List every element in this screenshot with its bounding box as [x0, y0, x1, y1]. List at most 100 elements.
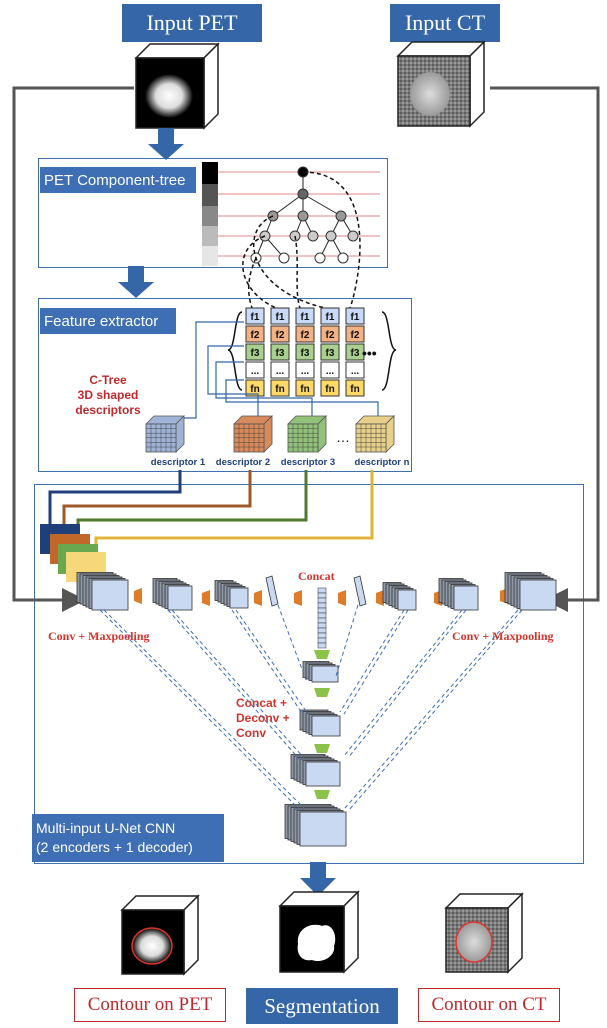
tree-to-feature-dashes — [242, 171, 361, 309]
input-ct-cube — [396, 40, 486, 128]
feature-cell: fn — [320, 379, 340, 397]
feature-map-block — [382, 582, 417, 611]
descriptor-3-label: descriptor 3 — [281, 457, 335, 468]
right-conv-label: Conv + Maxpooling — [452, 629, 554, 643]
feature-label: f2 — [301, 330, 310, 341]
unet-title: Multi-input U-Net CNN (2 encoders + 1 de… — [32, 814, 224, 862]
feature-columns: f1f2f3...fnf1f2f3...fnf1f2f3...fnf1f2f3.… — [245, 307, 365, 397]
component-tree-title: PET Component-tree — [40, 167, 196, 193]
unet-title-line2: (2 encoders + 1 decoder) — [36, 839, 193, 855]
feature-label: f3 — [326, 348, 335, 359]
ctree-label-line3: descriptors — [75, 403, 141, 417]
feature-map-block — [438, 578, 479, 611]
feature-map-block — [214, 580, 249, 609]
feature-label: f2 — [276, 330, 285, 341]
feature-label: fn — [325, 384, 334, 395]
unet-title-line1: Multi-input U-Net CNN — [36, 820, 176, 836]
feature-label: ... — [276, 366, 285, 377]
down-arrow-2 — [118, 266, 154, 298]
down-arrow-3 — [300, 862, 336, 896]
concat-label: Concat — [298, 569, 335, 583]
descriptor-ellipsis: … — [336, 429, 350, 445]
feature-cell: f3 — [295, 343, 315, 361]
deconv-arrow — [314, 744, 330, 753]
feature-label: f3 — [276, 348, 285, 359]
descriptor-cube — [287, 415, 327, 453]
pet-routing-line — [12, 86, 134, 612]
descriptor-cube — [145, 415, 185, 453]
feature-label: ... — [251, 366, 260, 377]
feature-cell: f2 — [345, 325, 365, 343]
concat-column — [317, 587, 327, 649]
descriptor-cubes — [145, 415, 395, 453]
feature-label: f2 — [351, 330, 360, 341]
input-pet-label: Input PET — [122, 4, 262, 42]
feature-label: ... — [351, 366, 360, 377]
feature-label: f2 — [326, 330, 335, 341]
feature-cell: f2 — [320, 325, 340, 343]
descriptor-n-label: descriptor n — [355, 457, 410, 468]
feature-cell: f2 — [295, 325, 315, 343]
feature-cell: f3 — [345, 343, 365, 361]
descriptor-cube — [355, 415, 395, 453]
feature-extractor-title: Feature extractor — [40, 308, 176, 334]
feature-label: f3 — [251, 348, 260, 359]
feature-cell: f3 — [245, 343, 265, 361]
feature-map-block — [290, 754, 341, 787]
feature-cell: f1 — [320, 307, 340, 325]
feature-label: fn — [350, 384, 359, 395]
feature-brackets — [227, 311, 397, 391]
feature-label: fn — [250, 384, 259, 395]
feature-cell: f1 — [295, 307, 315, 325]
descriptor-1-label: descriptor 1 — [151, 457, 206, 468]
pool-arrow — [254, 590, 262, 606]
feature-cell: f1 — [270, 307, 290, 325]
left-conv-label: Conv + Maxpooling — [48, 629, 150, 643]
feature-map-block — [302, 661, 339, 683]
feature-label: f1 — [351, 312, 360, 323]
feature-cell: f2 — [245, 325, 265, 343]
feature-cell: f3 — [270, 343, 290, 361]
feature-label: fn — [275, 384, 284, 395]
ctree-label-line2: 3D shaped — [78, 388, 139, 402]
feature-cell: f2 — [270, 325, 290, 343]
bottleneck-left — [265, 575, 279, 607]
descriptor-routing — [48, 470, 374, 560]
ct-routing-line — [490, 86, 600, 612]
contour-ct-label: Contour on CT — [418, 988, 560, 1022]
feature-label: ... — [326, 366, 335, 377]
descriptor-2-label: descriptor 2 — [216, 457, 270, 468]
feature-map-block — [284, 804, 347, 847]
feature-cell: ... — [245, 361, 265, 379]
feature-cell: f1 — [245, 307, 265, 325]
segmentation-label: Segmentation — [246, 988, 398, 1024]
feature-map-block — [76, 572, 129, 611]
input-pet-cube — [134, 42, 220, 130]
feature-cell: ... — [295, 361, 315, 379]
pool-arrow — [376, 590, 384, 606]
feature-label: f3 — [301, 348, 310, 359]
feature-label: f3 — [351, 348, 360, 359]
feature-cell: f3 — [320, 343, 340, 361]
contour-ct-cube — [444, 892, 524, 974]
feature-to-descriptor-lines — [176, 321, 379, 420]
gray-level-scale — [202, 162, 218, 266]
ctree-label-line1: C-Tree — [89, 373, 127, 387]
unet-blocks — [76, 572, 557, 847]
feature-cell: f1 — [345, 307, 365, 325]
ctree-descriptor-label: C-Tree 3D shaped descriptors — [75, 373, 141, 417]
descriptor-cube — [233, 415, 273, 453]
feature-cell: ... — [270, 361, 290, 379]
feature-cell: fn — [345, 379, 365, 397]
contour-pet-cube — [120, 894, 200, 976]
feature-cell: ... — [345, 361, 365, 379]
feature-label: f1 — [276, 312, 285, 323]
feature-ellipsis: ••• — [362, 345, 377, 361]
feature-label: ... — [301, 366, 310, 377]
feature-cell: fn — [270, 379, 290, 397]
feature-map-block — [504, 572, 557, 611]
pool-arrow — [134, 588, 142, 604]
decoder-label-line2: Deconv + — [236, 711, 290, 725]
deconv-arrow — [314, 650, 330, 659]
